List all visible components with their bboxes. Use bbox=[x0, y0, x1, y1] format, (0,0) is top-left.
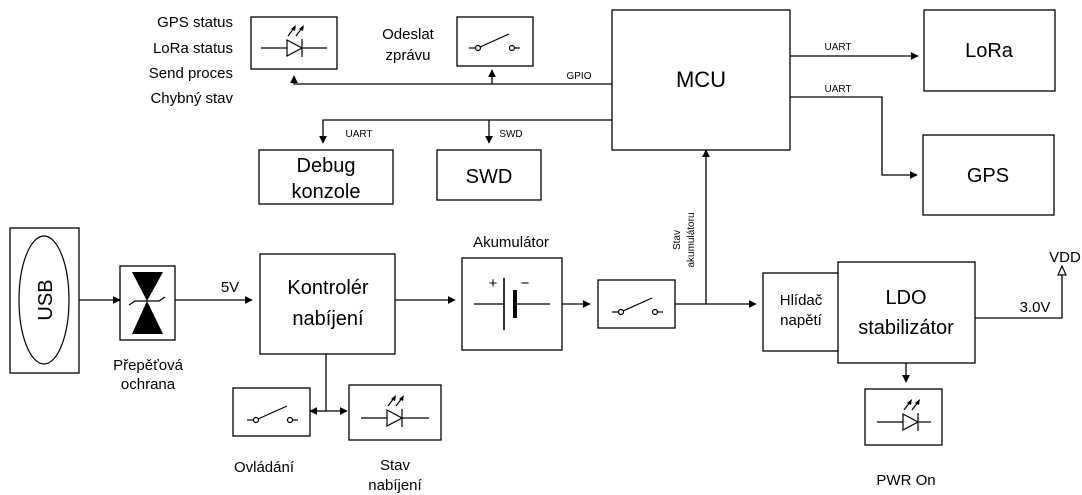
watchdog-block: Hlídač napětí bbox=[762, 272, 840, 352]
ldo-label-1: LDO bbox=[885, 287, 926, 309]
control-switch-block: Ovládání bbox=[232, 387, 311, 476]
charge-led-label-1: Stav bbox=[380, 457, 411, 474]
wire-ldo-vdd bbox=[975, 275, 1063, 319]
charger-label-1: Kontrolér bbox=[287, 277, 368, 299]
charge-led-label-2: nabíjení bbox=[368, 477, 422, 494]
battery-state-label-2: akumulátoru bbox=[686, 212, 697, 267]
ldo-block: LDO stabilizátor bbox=[837, 261, 976, 364]
battery-label: Akumulátor bbox=[473, 234, 549, 251]
usb-label: USB bbox=[35, 279, 57, 320]
wire-mcu-gps bbox=[790, 96, 918, 179]
battery-state-label-1: Stav bbox=[672, 230, 683, 250]
swd-block: SWD bbox=[436, 149, 542, 201]
main-switch-block bbox=[597, 279, 676, 329]
led-icon bbox=[361, 395, 429, 427]
uart-lora-label: UART bbox=[824, 42, 851, 53]
debug-block: Debug konzole bbox=[258, 149, 394, 205]
lora-block: LoRa bbox=[923, 9, 1056, 92]
status-led-label-3: Send proces bbox=[149, 65, 233, 82]
debug-label-1: Debug bbox=[297, 155, 356, 177]
led-icon bbox=[261, 25, 327, 57]
send-button-block: Odeslat zprávu bbox=[382, 16, 534, 67]
switch-icon bbox=[469, 33, 520, 52]
send-button-label-2: zprávu bbox=[385, 47, 430, 64]
swd-block-label: SWD bbox=[466, 166, 513, 188]
uart-debug-label: UART bbox=[345, 129, 372, 140]
charge-led-block: Stav nabíjení bbox=[348, 384, 442, 494]
wires bbox=[79, 52, 1067, 415]
gps-block: GPS bbox=[922, 134, 1055, 216]
wire-gpio-leds bbox=[290, 75, 612, 85]
battery-block: Akumulátor + − bbox=[461, 234, 563, 351]
charger-block: Kontrolér nabíjení bbox=[259, 253, 396, 355]
tvs-label-1: Přepěťová bbox=[113, 357, 183, 374]
charger-label-2: nabíjení bbox=[292, 308, 364, 330]
battery-minus: − bbox=[521, 275, 530, 292]
power-led-block: PWR On bbox=[864, 388, 943, 489]
watchdog-label-1: Hlídač bbox=[780, 292, 823, 309]
tvs-label-2: ochrana bbox=[121, 376, 176, 393]
power-led-label: PWR On bbox=[876, 472, 935, 489]
tvs-diode-icon bbox=[132, 272, 163, 301]
led-icon bbox=[877, 399, 931, 431]
send-button-label-1: Odeslat bbox=[382, 26, 435, 43]
v3-label: 3.0V bbox=[1020, 299, 1051, 316]
mcu-label: MCU bbox=[676, 67, 726, 92]
switch-icon bbox=[247, 405, 298, 424]
status-led-label-1: GPS status bbox=[157, 14, 233, 31]
gpio-label: GPIO bbox=[566, 71, 591, 82]
v5-label: 5V bbox=[221, 279, 239, 296]
vdd-label: VDD bbox=[1049, 249, 1081, 266]
ldo-label-2: stabilizátor bbox=[858, 317, 954, 339]
status-led-label-4: Chybný stav bbox=[150, 90, 233, 107]
control-switch-label: Ovládání bbox=[234, 459, 295, 476]
lora-label: LoRa bbox=[965, 40, 1014, 62]
uart-gps-label: UART bbox=[824, 84, 851, 95]
status-leds-block: GPS status LoRa status Send proces Chybn… bbox=[149, 14, 338, 107]
usb-block: USB bbox=[9, 227, 80, 374]
tvs-block: Přepěťová ochrana bbox=[113, 265, 184, 393]
swd-signal-label: SWD bbox=[499, 129, 522, 140]
status-led-label-2: LoRa status bbox=[153, 40, 233, 57]
battery-plus: + bbox=[489, 275, 498, 292]
wire-debug-uart bbox=[319, 119, 612, 144]
battery-icon bbox=[474, 278, 550, 330]
debug-label-2: konzole bbox=[292, 181, 361, 203]
watchdog-label-2: napětí bbox=[780, 312, 823, 329]
vdd-arrow bbox=[1057, 264, 1067, 276]
gps-label: GPS bbox=[967, 165, 1009, 187]
switch-icon bbox=[612, 297, 663, 316]
mcu-block: MCU bbox=[611, 9, 791, 151]
